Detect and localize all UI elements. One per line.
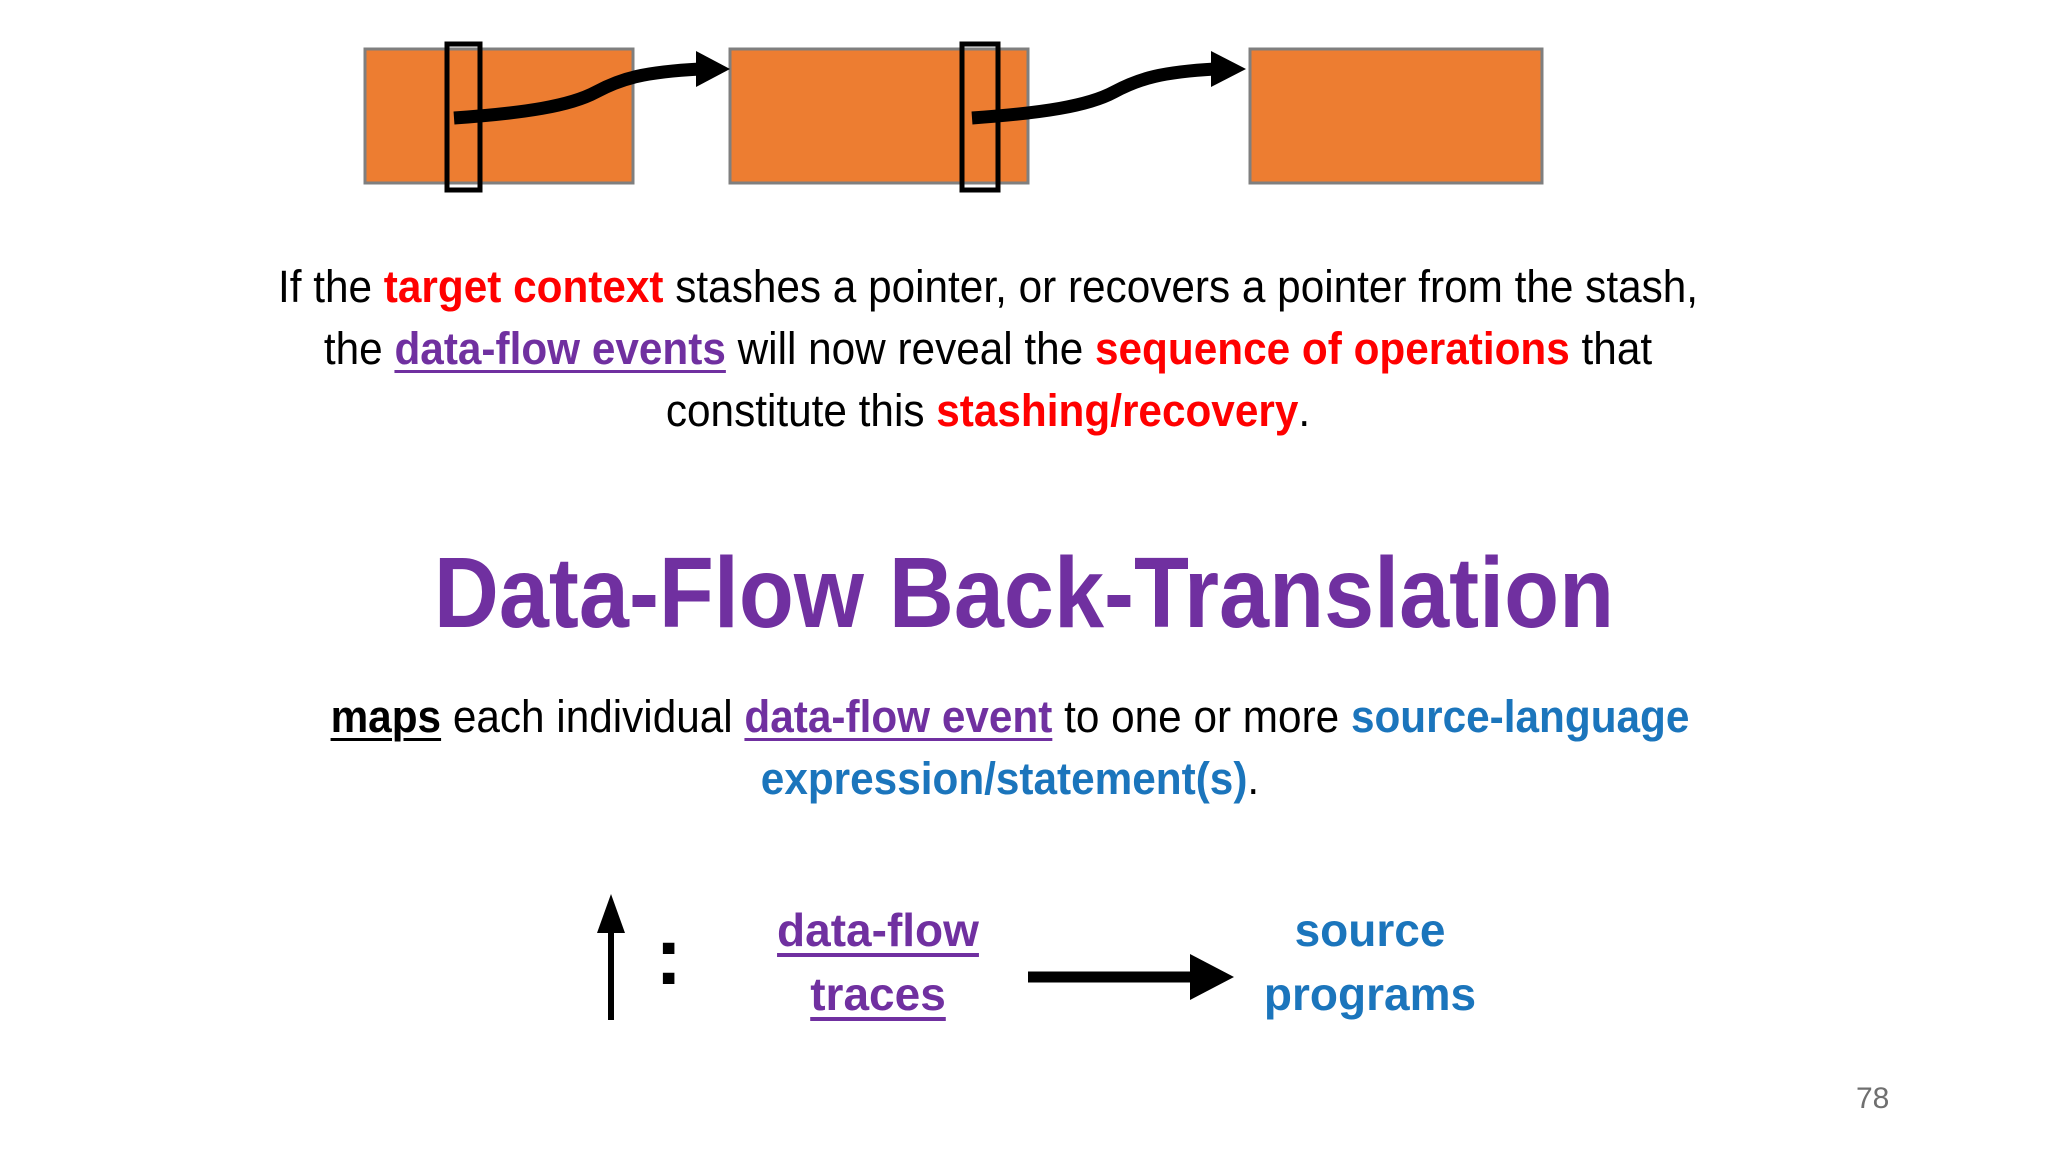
- slide-title: Data-Flow Back-Translation: [433, 537, 1615, 649]
- curved-arrow-2-icon: [971, 51, 1246, 125]
- source-label-line-1: source: [1294, 904, 1446, 956]
- page-number: 78: [1856, 1082, 1890, 1115]
- intro-text: constitute this: [665, 385, 937, 436]
- traces-label-line-1: data-flow: [728, 898, 1028, 962]
- maps-text: .: [1247, 753, 1260, 804]
- emphasis-data-flow-events: data-flow events: [394, 323, 726, 374]
- emphasis-sequence-of-operations: sequence of operations: [1094, 323, 1570, 374]
- data-flow-traces-label: data-flow traces: [728, 898, 1028, 1026]
- source-programs-label: source programs: [1220, 898, 1520, 1026]
- intro-paragraph: If the target context stashes a pointer,…: [82, 256, 1894, 442]
- mapping-diagram-arrows: [597, 894, 1234, 1020]
- intro-line-1: If the target context stashes a pointer,…: [82, 256, 1894, 318]
- source-label-line-2: programs: [1263, 968, 1477, 1020]
- maps-statement: maps each individual data-flow event to …: [62, 686, 1957, 810]
- intro-line-2: the data-flow events will now reveal the…: [82, 318, 1894, 380]
- intro-text: the: [323, 323, 395, 374]
- colon-separator: :: [655, 911, 683, 1002]
- right-arrow-icon: [1028, 954, 1234, 1000]
- pointer-stash-diagram: [363, 41, 1544, 193]
- intro-text: stashes a pointer, or recovers a pointer…: [663, 261, 1699, 312]
- traces-label-line-2: traces: [728, 962, 1028, 1026]
- emphasis-maps: maps: [330, 691, 442, 742]
- emphasis-stashing-recovery: stashing/recovery: [936, 385, 1299, 436]
- intro-text: will now reveal the: [725, 323, 1095, 374]
- curved-arrow-1-icon: [453, 51, 730, 125]
- emphasis-target-context: target context: [383, 261, 664, 312]
- traces-word-2: traces: [810, 968, 946, 1020]
- maps-text: to one or more: [1052, 691, 1351, 742]
- context-box-3: [1248, 47, 1544, 185]
- emphasis-data-flow-event: data-flow event: [744, 691, 1053, 742]
- up-arrow-icon: [597, 894, 625, 1020]
- intro-text: If the: [277, 261, 384, 312]
- maps-line-1: maps each individual data-flow event to …: [62, 686, 1957, 748]
- intro-text: that: [1569, 323, 1653, 374]
- maps-line-2: expression/statement(s).: [62, 748, 1957, 810]
- intro-line-3: constitute this stashing/recovery.: [82, 380, 1894, 442]
- maps-text: each individual: [441, 691, 745, 742]
- emphasis-expression-statement: expression/statement(s): [760, 753, 1248, 804]
- traces-word-1: data-flow: [777, 904, 979, 956]
- intro-text: .: [1298, 385, 1311, 436]
- emphasis-source-language: source-language: [1350, 691, 1690, 742]
